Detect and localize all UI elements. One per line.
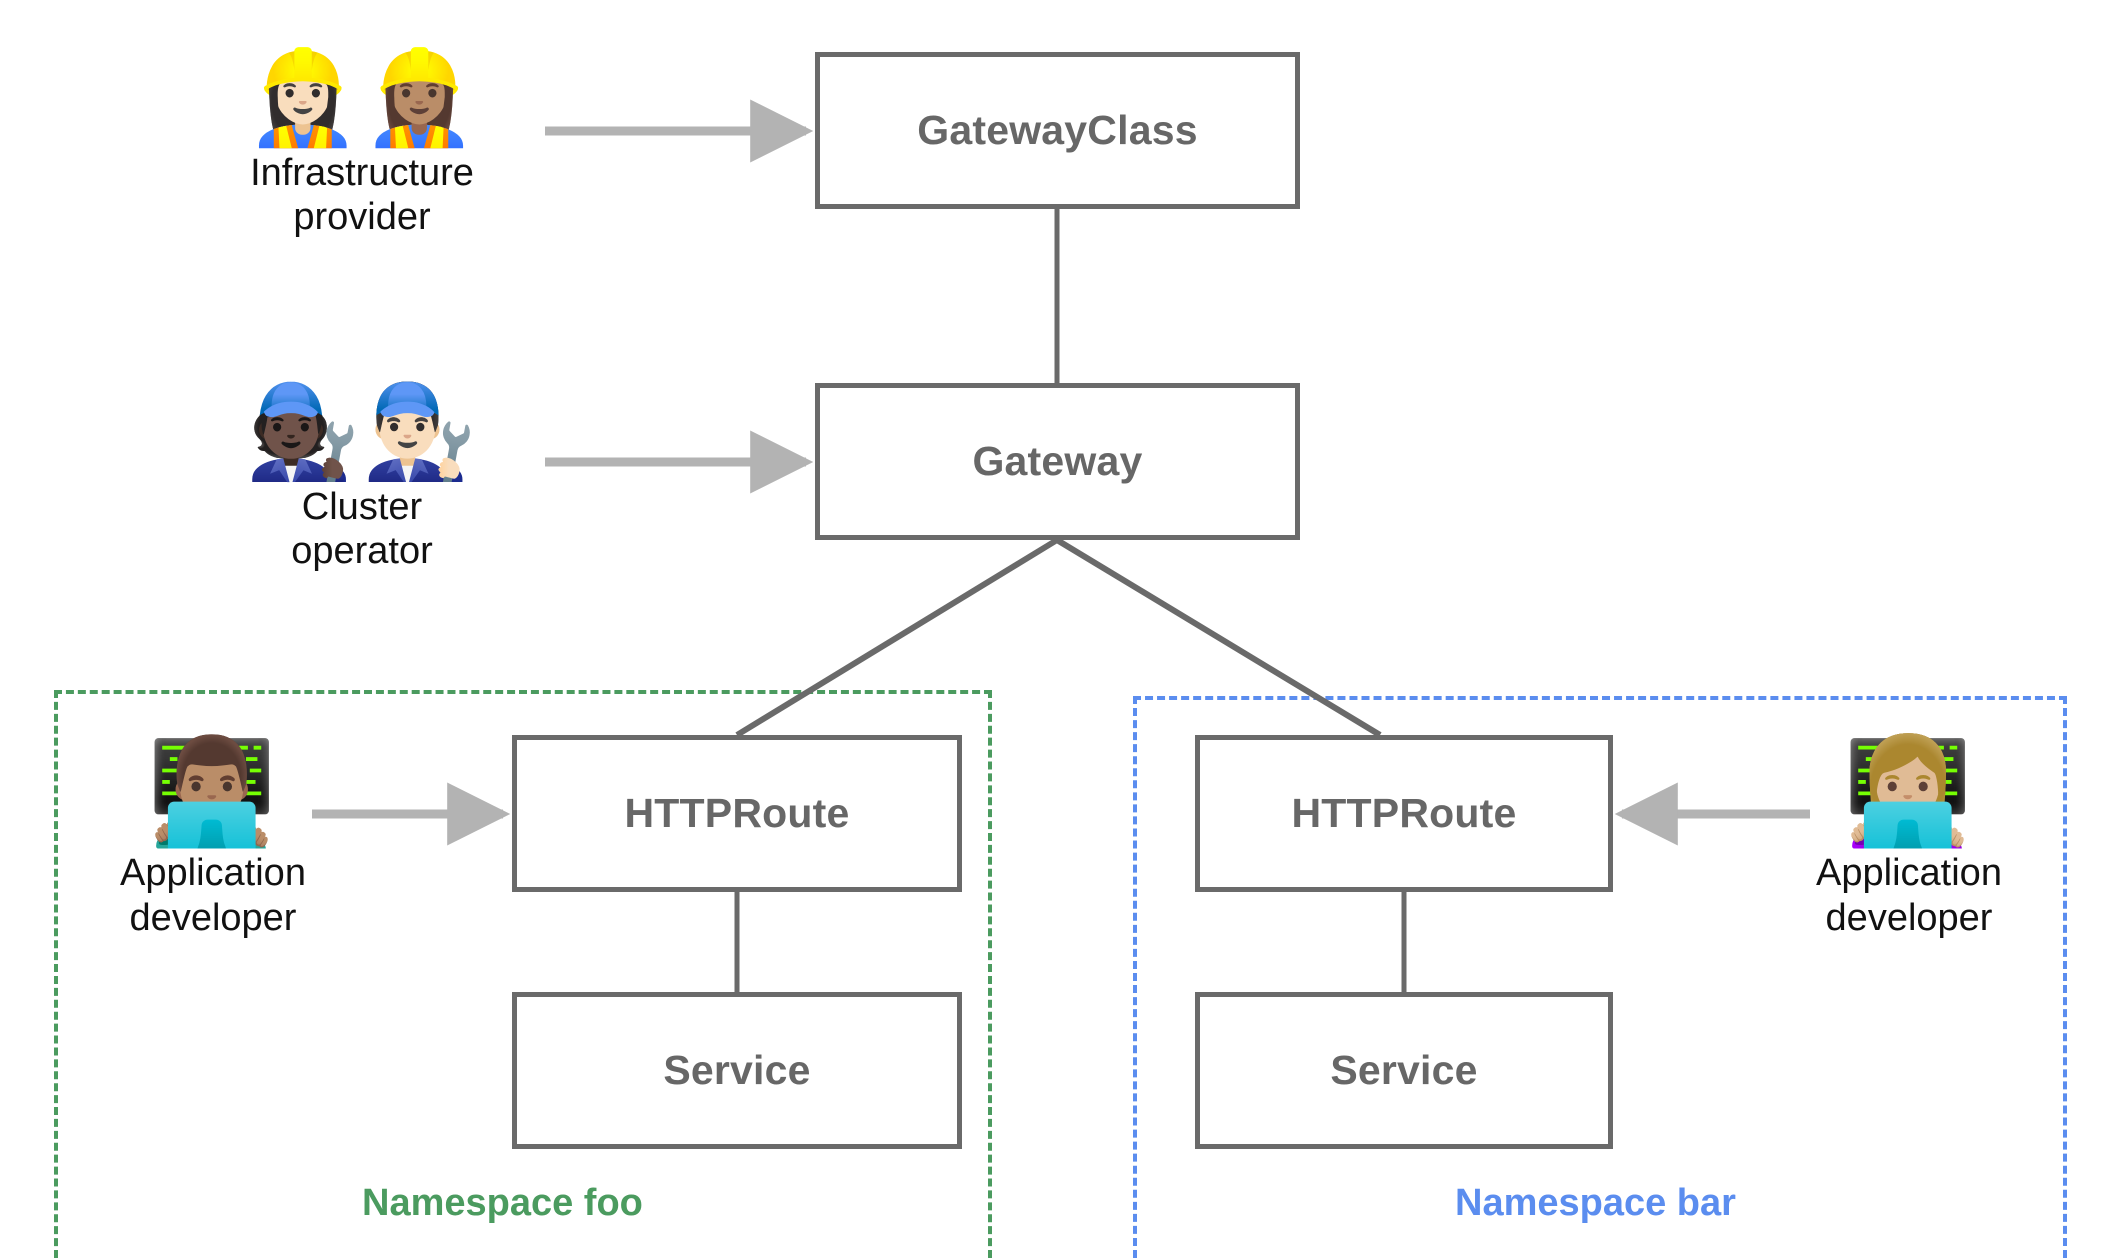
box-service-bar-label: Service — [1330, 1047, 1478, 1093]
namespace-foo-boundary — [54, 690, 992, 1258]
box-httproute-bar[interactable]: HTTPRoute — [1195, 735, 1613, 892]
box-httproute-foo-label: HTTPRoute — [624, 790, 850, 836]
namespace-bar-label: Namespace bar — [1455, 1182, 1736, 1224]
box-gatewayclass-label: GatewayClass — [917, 107, 1198, 153]
box-gateway[interactable]: Gateway — [815, 383, 1300, 540]
actor-application-developer-bar-label: Application developer — [1816, 852, 2002, 940]
box-service-foo-label: Service — [663, 1047, 811, 1093]
box-gateway-label: Gateway — [972, 438, 1143, 484]
box-service-foo[interactable]: Service — [512, 992, 962, 1149]
box-httproute-bar-label: HTTPRoute — [1291, 790, 1517, 836]
box-httproute-foo[interactable]: HTTPRoute — [512, 735, 962, 892]
actor-cluster-operator-label: Cluster operator — [291, 485, 433, 573]
box-gatewayclass[interactable]: GatewayClass — [815, 52, 1300, 209]
woman-technologist-icon: 👩🏼‍💻 — [1843, 734, 1975, 850]
actor-cluster-operator: 🧑🏿‍🔧👨🏻‍🔧 Cluster operator — [238, 384, 486, 574]
actor-infrastructure-provider: 👷🏻‍♀️👷🏽‍♀️ Infrastructure provider — [238, 50, 486, 240]
mechanic-icon: 🧑🏿‍🔧👨🏻‍🔧 — [245, 381, 479, 483]
actor-application-developer-foo: 👨🏽‍💻 Application developer — [104, 734, 322, 941]
man-technologist-icon: 👨🏽‍💻 — [147, 734, 279, 850]
box-service-bar[interactable]: Service — [1195, 992, 1613, 1149]
woman-construction-worker-icon: 👷🏻‍♀️👷🏽‍♀️ — [245, 47, 479, 149]
namespace-foo-label: Namespace foo — [362, 1182, 643, 1224]
actor-infrastructure-provider-label: Infrastructure provider — [250, 151, 474, 239]
actor-application-developer-bar: 👩🏼‍💻 Application developer — [1800, 734, 2018, 941]
actor-application-developer-foo-label: Application developer — [120, 852, 306, 940]
namespace-bar-boundary — [1133, 696, 2067, 1258]
